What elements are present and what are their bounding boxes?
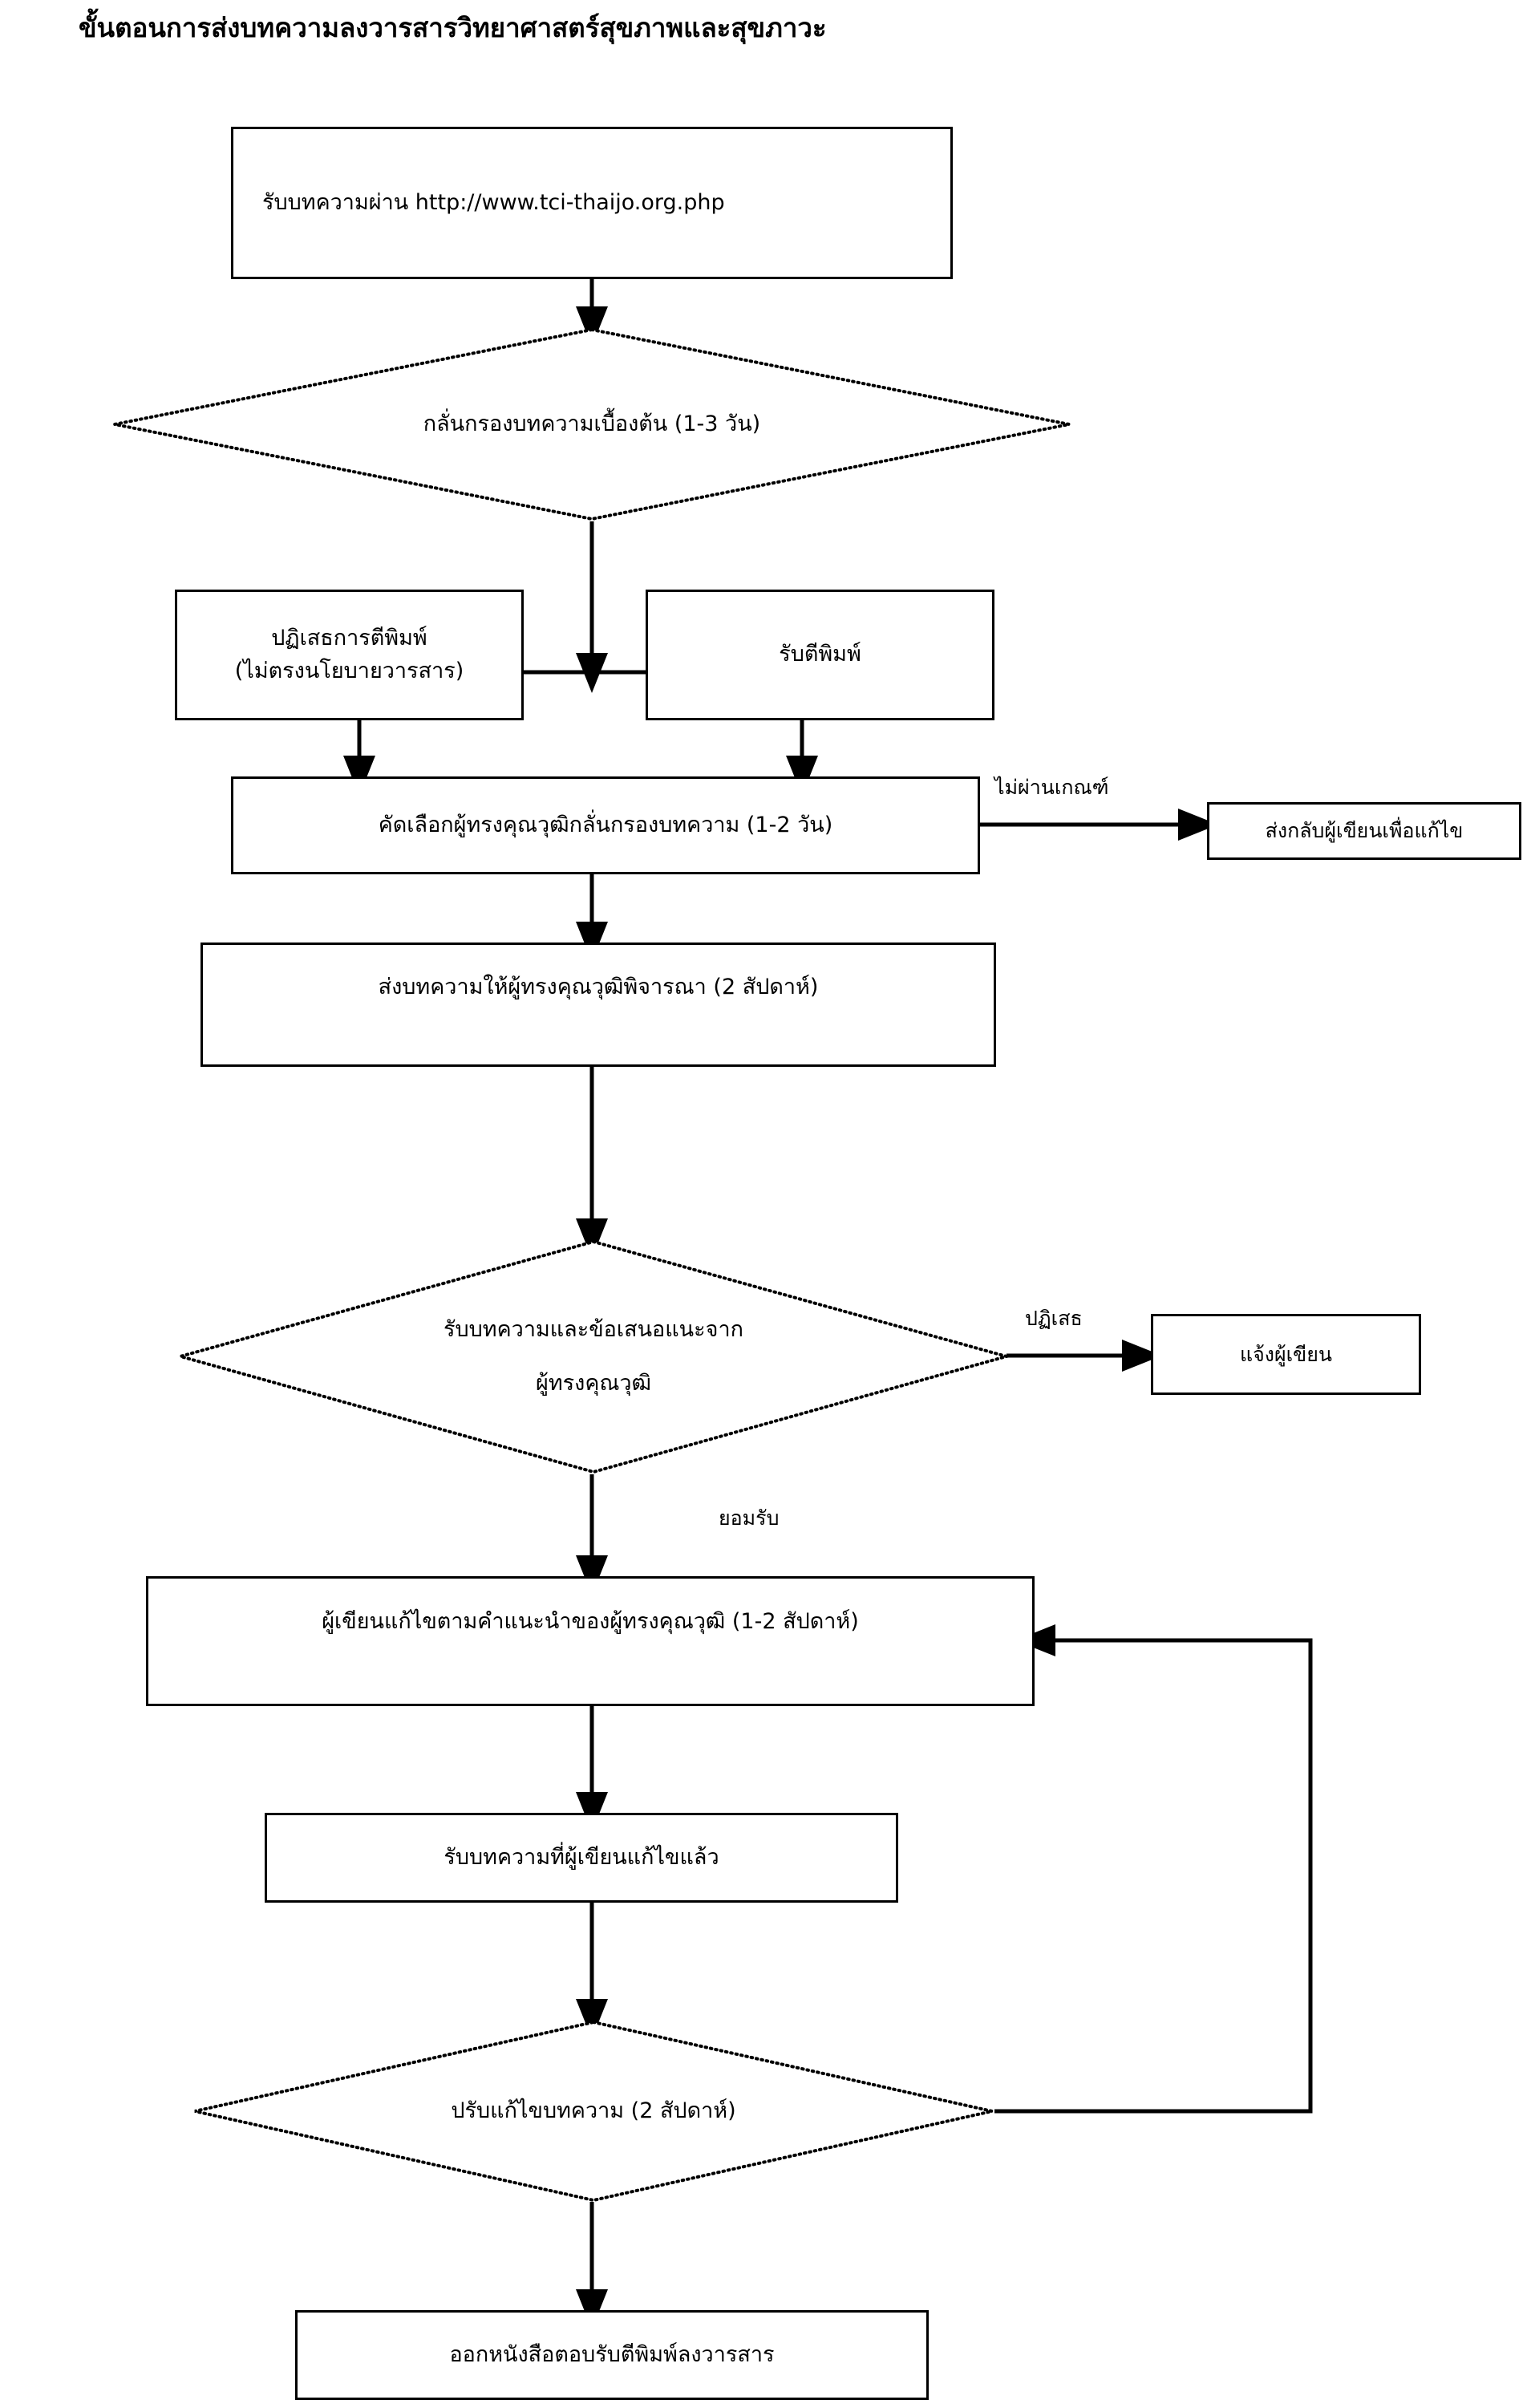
page-title: ขั้นตอนการส่งบทความลงวารสารวิทยาศาสตร์สุ… xyxy=(79,12,827,43)
node-receive-revised-label: รับบทความที่ผู้เขียนแก้ไขแล้ว xyxy=(444,1844,719,1870)
decision-shape-adjust-article xyxy=(194,2020,993,2203)
node-reject-publication[interactable]: ปฏิเสธการตีพิมพ์ (ไม่ตรงนโยบายวารสาร) xyxy=(175,590,524,720)
node-issue-acceptance-label: ออกหนังสือตอบรับตีพิมพ์ลงวารสาร xyxy=(449,2341,775,2367)
decision-shape-receive-reviews xyxy=(178,1239,1009,1474)
node-receive-article-label: รับบทความผ่าน http://www.tci-thaijo.org.… xyxy=(262,189,725,215)
node-select-reviewers-label: คัดเลือกผู้ทรงคุณวุฒิกลั่นกรองบทความ (1-… xyxy=(378,812,833,837)
node-send-to-reviewers[interactable]: ส่งบทความให้ผู้ทรงคุณวุฒิพิจารณา (2 สัปด… xyxy=(200,943,996,1067)
edge-label-reject: ปฏิเสธ xyxy=(1025,1307,1083,1330)
node-adjust-article[interactable]: ปรับแก้ไขบทความ (2 สัปดาห์) xyxy=(192,2020,994,2203)
edge-label-accept: ยอมรับ xyxy=(719,1506,780,1530)
node-initial-screening[interactable]: กลั่นกรองบทความเบื้องต้น (1-3 วัน) xyxy=(112,327,1071,521)
node-accept-publication-label: รับตีพิมพ์ xyxy=(779,642,861,667)
node-notify-author[interactable]: แจ้งผู้เขียน xyxy=(1151,1314,1421,1395)
node-accept-publication[interactable]: รับตีพิมพ์ xyxy=(646,590,994,720)
node-author-revises[interactable]: ผู้เขียนแก้ไขตามคำแนะนำของผู้ทรงคุณวุฒิ … xyxy=(146,1576,1035,1706)
node-reject-publication-line1: ปฏิเสธการตีพิมพ์ xyxy=(271,626,427,651)
node-receive-article[interactable]: รับบทความผ่าน http://www.tci-thaijo.org.… xyxy=(231,127,953,279)
node-select-reviewers[interactable]: คัดเลือกผู้ทรงคุณวุฒิกลั่นกรองบทความ (1-… xyxy=(231,776,980,874)
node-author-revises-label: ผู้เขียนแก้ไขตามคำแนะนำของผู้ทรงคุณวุฒิ … xyxy=(322,1608,859,1634)
node-receive-revised[interactable]: รับบทความที่ผู้เขียนแก้ไขแล้ว xyxy=(265,1813,898,1903)
node-return-to-author[interactable]: ส่งกลับผู้เขียนเพื่อแก้ไข xyxy=(1207,802,1521,860)
node-issue-acceptance[interactable]: ออกหนังสือตอบรับตีพิมพ์ลงวารสาร xyxy=(295,2310,929,2400)
decision-shape-initial-screening xyxy=(114,327,1070,521)
node-receive-reviews[interactable]: รับบทความและข้อเสนอแนะจาก ผู้ทรงคุณวุฒิ xyxy=(178,1239,1009,1474)
node-notify-author-label: แจ้งผู้เขียน xyxy=(1240,1342,1332,1366)
node-reject-publication-line2: (ไม่ตรงนโยบายวารสาร) xyxy=(234,658,464,683)
node-send-to-reviewers-label: ส่งบทความให้ผู้ทรงคุณวุฒิพิจารณา (2 สัปด… xyxy=(378,975,819,1000)
edge-label-fail-criteria: ไม่ผ่านเกณฑ์ xyxy=(994,776,1109,799)
node-reject-publication-text: ปฏิเสธการตีพิมพ์ (ไม่ตรงนโยบายวารสาร) xyxy=(177,622,521,687)
node-return-to-author-label: ส่งกลับผู้เขียนเพื่อแก้ไข xyxy=(1265,819,1464,843)
